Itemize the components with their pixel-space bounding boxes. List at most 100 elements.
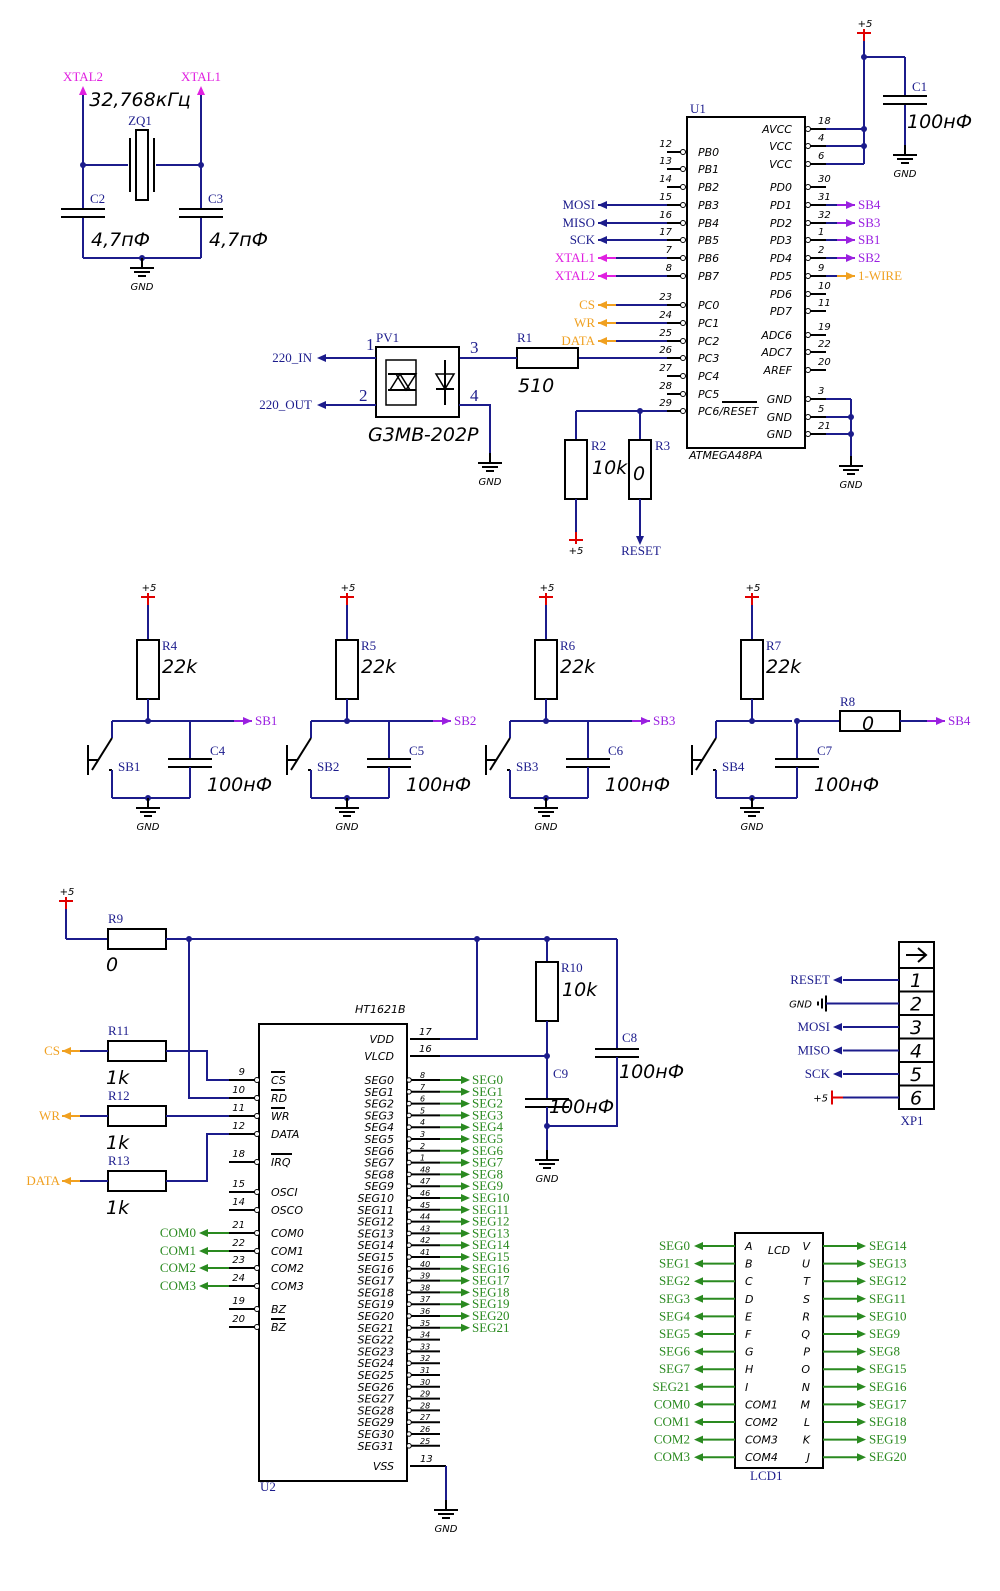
u2-pin-number: 10 — [232, 1085, 245, 1096]
net-label: SB1 — [858, 232, 880, 247]
u2-pin-name: OSCI — [271, 1186, 298, 1199]
pullup-resistor — [335, 639, 359, 700]
u2-pin-number: 23 — [232, 1255, 245, 1266]
u2-pin-number: 39 — [420, 1272, 430, 1281]
u1-pin-number: 8 — [666, 263, 672, 274]
xp1-ref: XP1 — [900, 1113, 923, 1128]
power-label: +5 — [341, 583, 356, 594]
u2-pin-circle — [406, 1348, 412, 1355]
r2-resistor — [564, 439, 588, 500]
gnd-label: GND — [479, 477, 502, 488]
lcd-pin-name: G — [745, 1346, 754, 1359]
net-label: SEG4 — [472, 1119, 504, 1134]
arrow-head-icon — [461, 1217, 470, 1226]
pullup-value: 22k — [560, 656, 596, 678]
u2-pin-circle — [406, 1136, 412, 1142]
u2-pin-number: 14 — [232, 1197, 245, 1208]
arrow-head-icon — [636, 536, 644, 545]
arrow-head-icon — [62, 1112, 71, 1120]
u2-pin-name: SEG18 — [358, 1286, 394, 1299]
arrow-head-icon — [461, 1111, 470, 1120]
arrow-head-icon — [857, 1312, 866, 1321]
net-label: MOSI — [562, 197, 595, 212]
arrow-head-icon — [846, 201, 855, 209]
u2-pin-number: 47 — [420, 1177, 431, 1186]
arrow-head-icon — [461, 1205, 470, 1214]
arrow-head-icon — [598, 254, 607, 262]
net-label: SEG7 — [472, 1155, 504, 1170]
net-label: SEG19 — [472, 1296, 510, 1311]
u1-part: ATMEGA48PA — [688, 449, 763, 462]
u1-pin-number: 17 — [659, 227, 672, 238]
u2-pin-number: 20 — [232, 1314, 245, 1325]
arrow-head-icon — [317, 401, 326, 409]
u1-pin-name: PC2 — [698, 335, 719, 348]
r12-value: 1k — [106, 1132, 130, 1154]
net-label: COM3 — [160, 1278, 196, 1293]
lcd-pin-name: I — [745, 1381, 748, 1394]
arrow-head-icon — [833, 976, 842, 984]
arrow-head-icon — [857, 1259, 866, 1268]
crystal-ref: ZQ1 — [128, 113, 152, 128]
r10-ref: R10 — [561, 960, 583, 975]
u2-pin-name: WR — [271, 1110, 290, 1123]
arrow-head-icon — [857, 1347, 866, 1356]
u2-pin-number: 12 — [232, 1121, 245, 1132]
u2-pin-number: 15 — [232, 1179, 245, 1190]
r1-resistor — [516, 347, 579, 369]
power-label: +5 — [142, 583, 157, 594]
net-label: SB3 — [858, 215, 880, 230]
net-label: DATA — [26, 1173, 60, 1188]
arrow-head-icon — [846, 219, 855, 227]
u2-pin-circle — [406, 1242, 412, 1248]
u2-pin-number: 18 — [232, 1149, 245, 1160]
lcd-pin-name: N — [802, 1381, 810, 1394]
u2-pin-circle — [406, 1431, 412, 1437]
u1-pin-number: 14 — [659, 174, 672, 185]
net-label: SEG5 — [472, 1131, 503, 1146]
arrow-head-icon — [857, 1330, 866, 1338]
power-label: +5 — [858, 19, 873, 30]
u1-pin-number: 21 — [818, 421, 831, 432]
cap-value: 100нФ — [605, 774, 670, 796]
u2-pin-circle — [254, 1189, 260, 1195]
lcd-pin-name: U — [802, 1258, 810, 1271]
net-label: SEG13 — [869, 1256, 907, 1271]
u1-pin-circle — [680, 355, 686, 361]
u2-pin-name: SEG28 — [358, 1404, 394, 1417]
u2-pin-circle — [254, 1207, 260, 1213]
net-label: SEG20 — [869, 1449, 907, 1464]
lcd-body — [734, 1232, 824, 1469]
net-label: SEG10 — [472, 1190, 510, 1205]
net-label: XTAL2 — [63, 69, 103, 84]
r2-value: 10k — [592, 457, 628, 479]
c2-ref: C2 — [90, 191, 105, 206]
net-label: COM2 — [654, 1432, 690, 1447]
u1-pin-circle — [805, 220, 811, 226]
u1-pin-circle — [680, 202, 686, 208]
lcd-pin-name: K — [803, 1434, 811, 1447]
lcd-pin-name: V — [802, 1240, 811, 1253]
power-label: +5 — [569, 546, 584, 557]
c1-value: 100нФ — [907, 111, 972, 133]
net-label: SEG2 — [472, 1096, 503, 1111]
lcd-pin-name: R — [802, 1310, 810, 1323]
net-label: XTAL1 — [181, 69, 221, 84]
u2-pin-number: 45 — [420, 1201, 430, 1210]
arrow-head-icon — [598, 319, 607, 327]
u2-pin-name: COM0 — [271, 1227, 304, 1240]
xp1-pin-number: 5 — [910, 1064, 922, 1086]
arrow-head-icon — [694, 1294, 703, 1303]
net-label: MOSI — [797, 1019, 830, 1034]
arrow-head-icon — [694, 1312, 703, 1321]
net-label: DATA — [561, 333, 595, 348]
arrow-head-icon — [317, 354, 326, 362]
u2-pin-name: SEG0 — [365, 1074, 394, 1087]
u1-pin-circle — [805, 237, 811, 243]
u1-pin-circle — [680, 320, 686, 326]
arrow-head-icon — [197, 86, 205, 95]
u2-pin-name: SEG26 — [358, 1381, 394, 1394]
u1-pin-name: PD3 — [770, 234, 792, 247]
junction-dot — [848, 431, 854, 437]
